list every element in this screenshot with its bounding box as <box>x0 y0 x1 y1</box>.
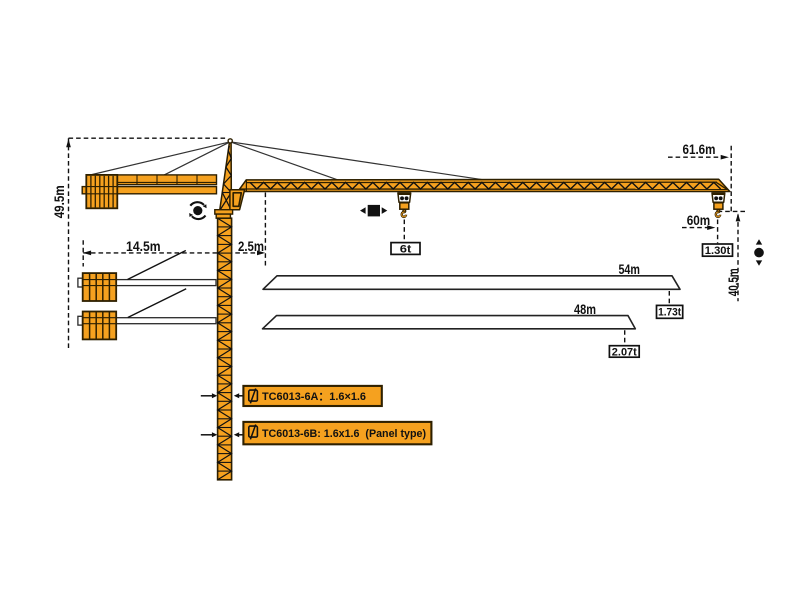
svg-text:54m: 54m <box>618 262 640 277</box>
svg-text:TC6013-6A：1.6×1.6: TC6013-6A：1.6×1.6 <box>262 391 366 403</box>
svg-text:40.5m: 40.5m <box>726 268 741 296</box>
svg-text:2.07t: 2.07t <box>612 346 637 358</box>
svg-text:49.5m: 49.5m <box>52 185 67 218</box>
svg-text:1.73t: 1.73t <box>658 307 681 319</box>
svg-text:1.30t: 1.30t <box>705 245 731 257</box>
svg-text:TC6013-6B: 1.6x1.6 (Panel typ: TC6013-6B: 1.6x1.6 (Panel type) <box>262 428 426 440</box>
svg-text:2.5m: 2.5m <box>238 239 264 254</box>
svg-text:61.6m: 61.6m <box>683 142 716 157</box>
svg-text:48m: 48m <box>574 302 596 317</box>
svg-text:6t: 6t <box>400 244 412 256</box>
svg-text:14.5m: 14.5m <box>126 239 161 254</box>
svg-text:60m: 60m <box>687 213 711 228</box>
